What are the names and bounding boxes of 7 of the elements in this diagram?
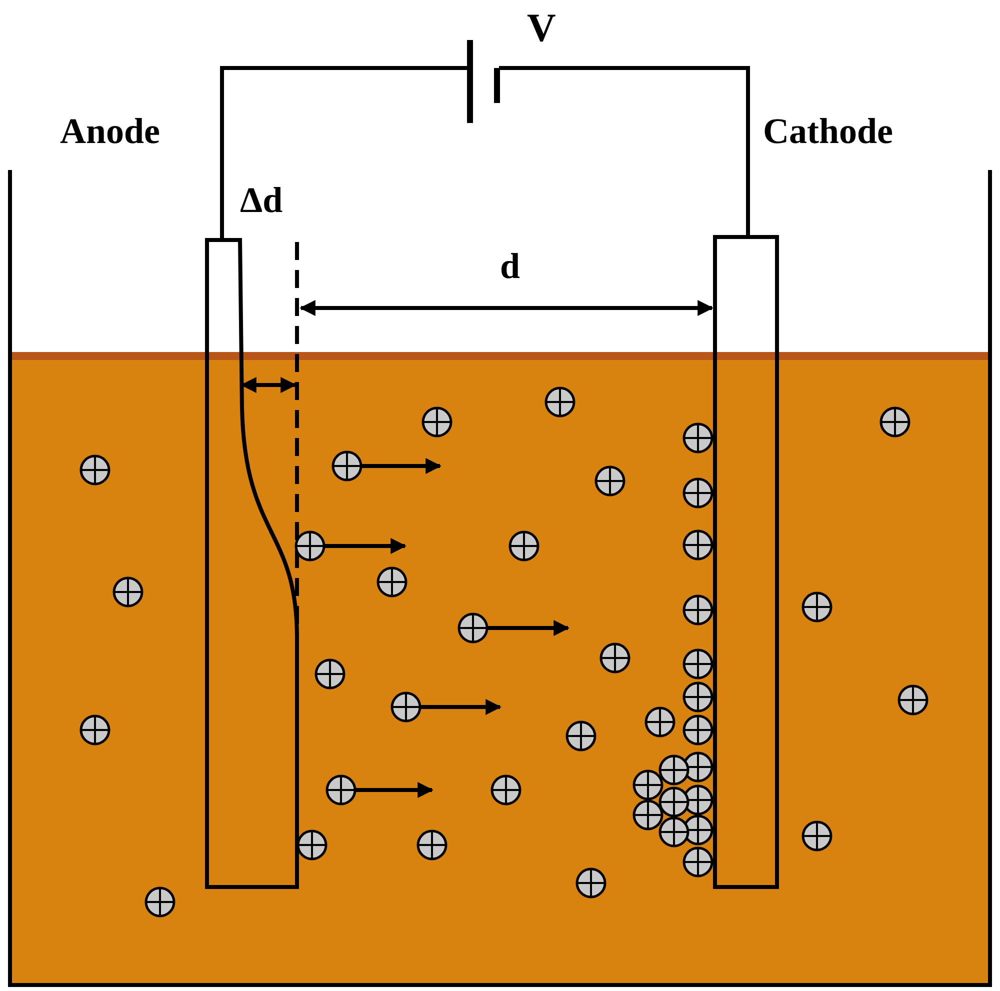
electrode-label: V <box>527 8 556 48</box>
dimension-label: Δd <box>240 182 283 218</box>
wire <box>499 66 750 236</box>
wire <box>220 66 467 239</box>
dimension-label: d <box>500 248 520 284</box>
electrode-label: Anode <box>60 113 160 149</box>
electrode-label: Cathode <box>763 113 894 149</box>
